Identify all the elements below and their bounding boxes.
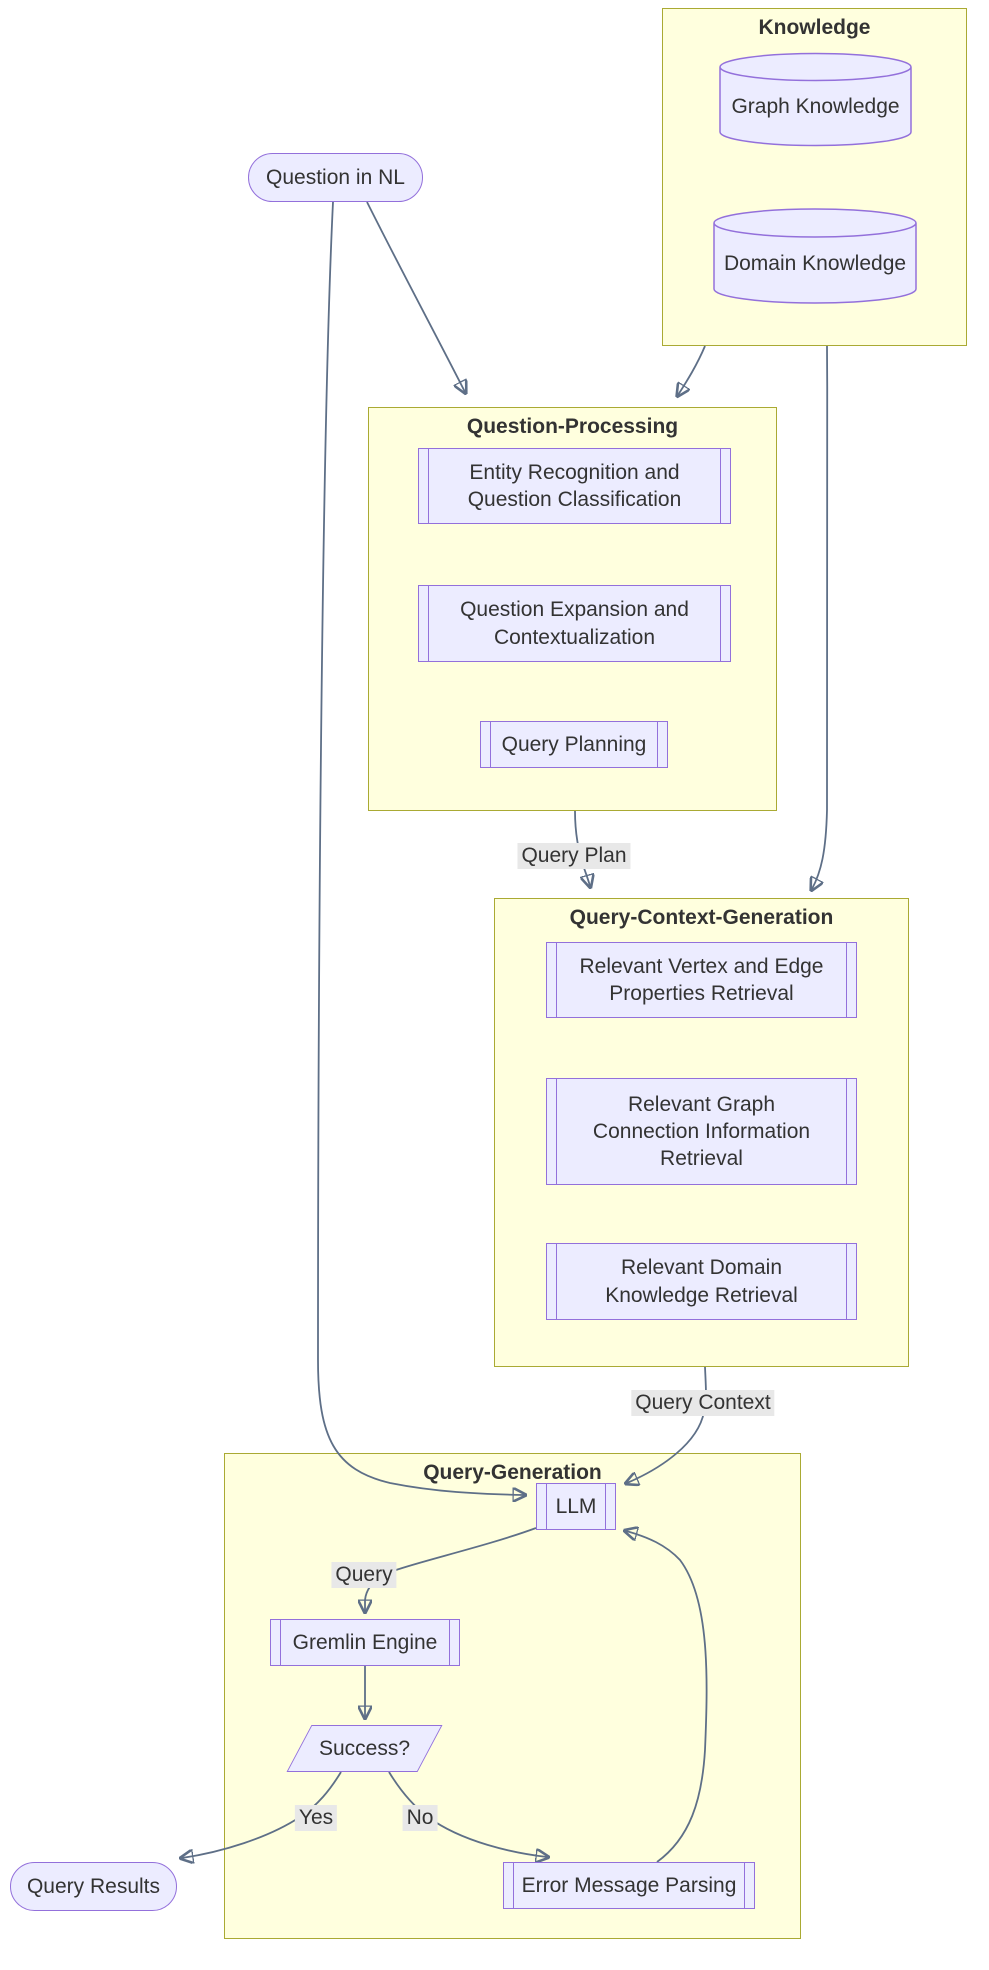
node-entity-recognition: Entity Recognition and Question Classifi… xyxy=(418,448,731,524)
node-domain-knowledge: Domain Knowledge xyxy=(713,208,917,305)
edge-success-yes-to-results xyxy=(182,1771,342,1858)
node-llm-label: LLM xyxy=(555,1494,597,1518)
cluster-knowledge-title: Knowledge xyxy=(758,16,871,39)
edge-label-query-plan: Query Plan xyxy=(517,843,631,869)
node-query-planning-label: Query Planning xyxy=(501,732,647,756)
node-success: Success? xyxy=(286,1725,443,1772)
database-cylinder-icon xyxy=(719,52,912,147)
node-gremlin-engine-label: Gremlin Engine xyxy=(292,1630,438,1654)
edge-llm-to-gremlin xyxy=(365,1527,537,1611)
node-relevant-vertex: Relevant Vertex and Edge Properties Retr… xyxy=(546,942,857,1018)
cluster-query-generation: Query-Generation xyxy=(224,1453,801,1939)
edge-label-query: Query xyxy=(331,1562,397,1588)
node-relevant-domain: Relevant Domain Knowledge Retrieval xyxy=(546,1243,857,1320)
node-gremlin-engine: Gremlin Engine xyxy=(270,1619,460,1666)
node-relevant-vertex-label: Relevant Vertex and Edge Properties Retr… xyxy=(579,954,824,1005)
node-relevant-domain-label: Relevant Domain Knowledge Retrieval xyxy=(605,1256,798,1307)
node-question-in-nl-label: Question in NL xyxy=(266,165,405,189)
node-question-expansion-label: Question Expansion and Contextualization xyxy=(460,598,689,649)
edge-knowledge-to-question-processing xyxy=(678,345,706,395)
node-query-results: Query Results xyxy=(10,1862,177,1911)
edge-knowledge-to-query-context-generation xyxy=(812,345,829,889)
node-question-in-nl: Question in NL xyxy=(248,153,423,202)
node-graph-knowledge: Graph Knowledge xyxy=(719,52,912,147)
cluster-question-processing-title: Question-Processing xyxy=(466,415,679,438)
node-graph-knowledge-label: Graph Knowledge xyxy=(731,94,900,118)
node-error-message-parsing-label: Error Message Parsing xyxy=(521,1873,737,1897)
edge-question-to-llm xyxy=(317,201,524,1495)
node-domain-knowledge-label: Domain Knowledge xyxy=(723,251,907,275)
node-error-message-parsing: Error Message Parsing xyxy=(503,1862,755,1909)
cluster-query-context-generation-title: Query-Context-Generation xyxy=(569,906,834,929)
edge-label-no: No xyxy=(402,1805,438,1831)
edge-question-to-question-processing xyxy=(366,201,465,392)
edge-label-yes: Yes xyxy=(294,1805,338,1831)
edge-label-query-context: Query Context xyxy=(631,1390,775,1416)
cluster-query-generation-title: Query-Generation xyxy=(423,1461,602,1484)
node-entity-recognition-label: Entity Recognition and Question Classifi… xyxy=(467,460,682,511)
node-query-planning: Query Planning xyxy=(480,721,668,768)
node-query-results-label: Query Results xyxy=(26,1874,161,1898)
node-question-expansion: Question Expansion and Contextualization xyxy=(418,585,731,662)
node-relevant-graph-label: Relevant Graph Connection Information Re… xyxy=(592,1092,811,1171)
node-success-label: Success? xyxy=(318,1736,411,1760)
node-llm: LLM xyxy=(536,1483,616,1530)
edge-error-to-llm xyxy=(626,1531,708,1863)
edge-query-context xyxy=(627,1366,707,1483)
node-relevant-graph: Relevant Graph Connection Information Re… xyxy=(546,1078,857,1185)
database-cylinder-icon xyxy=(713,208,917,304)
